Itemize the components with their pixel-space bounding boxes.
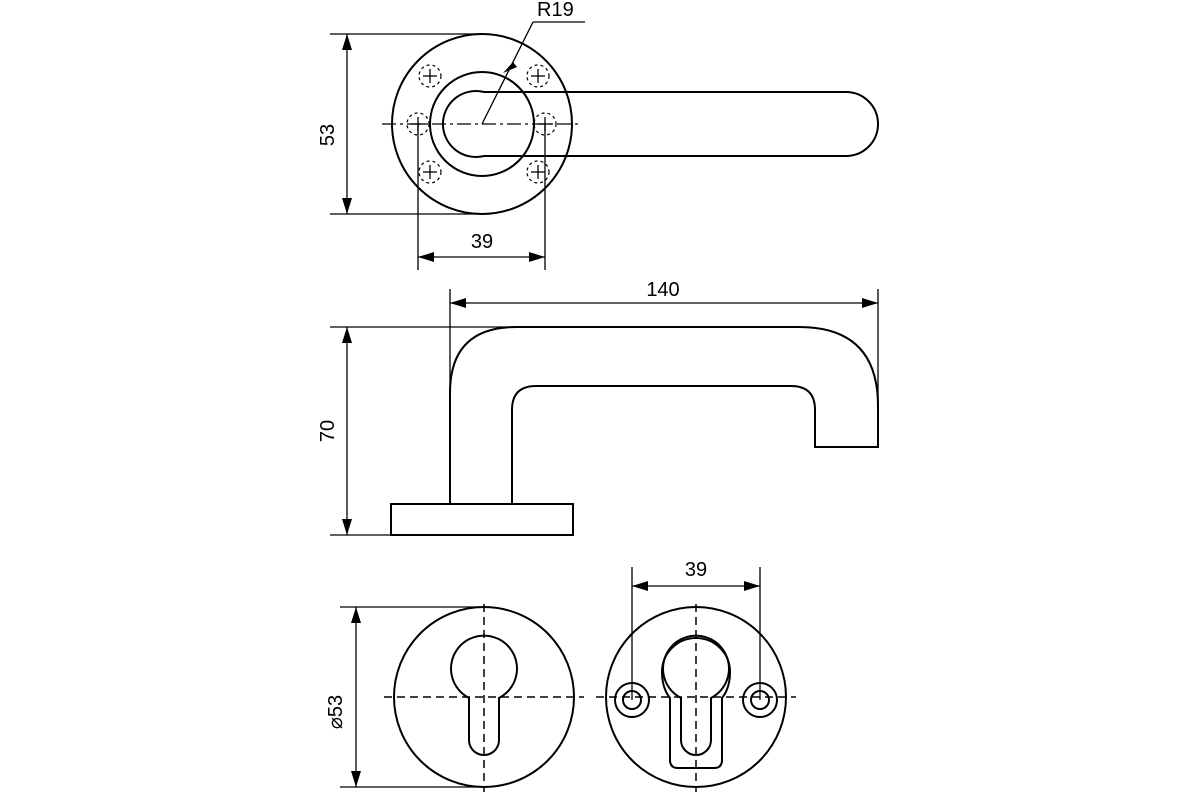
spacing-label-top: 39 xyxy=(471,231,493,253)
length-label: 140 xyxy=(646,279,679,301)
radius-label: R19 xyxy=(537,0,574,21)
side-view: 140 70 xyxy=(317,279,879,536)
screw-hole xyxy=(418,160,442,184)
rosette-right: 39 xyxy=(596,559,796,792)
height-dimension-side xyxy=(330,326,540,536)
screw-hole xyxy=(526,64,550,88)
screw-hole xyxy=(418,64,442,88)
side-lever-outline xyxy=(449,326,879,504)
spacing-dimension-rosette xyxy=(631,567,761,700)
diameter-dimension xyxy=(340,606,484,788)
height-label-top: 53 xyxy=(317,124,339,146)
radius-leader xyxy=(481,21,585,125)
screw-hole xyxy=(526,160,550,184)
length-dimension xyxy=(449,289,879,504)
top-view: R19 53 39 xyxy=(317,0,879,270)
diameter-label: ⌀53 xyxy=(325,695,347,729)
height-dimension-top xyxy=(330,33,482,215)
top-lever-grip xyxy=(484,91,879,157)
spacing-label-rosette: 39 xyxy=(685,559,707,581)
rosette-left: ⌀53 xyxy=(325,604,584,792)
height-label-side: 70 xyxy=(317,420,339,442)
spacing-dimension-top xyxy=(417,124,546,270)
side-rosette-base xyxy=(390,503,574,536)
